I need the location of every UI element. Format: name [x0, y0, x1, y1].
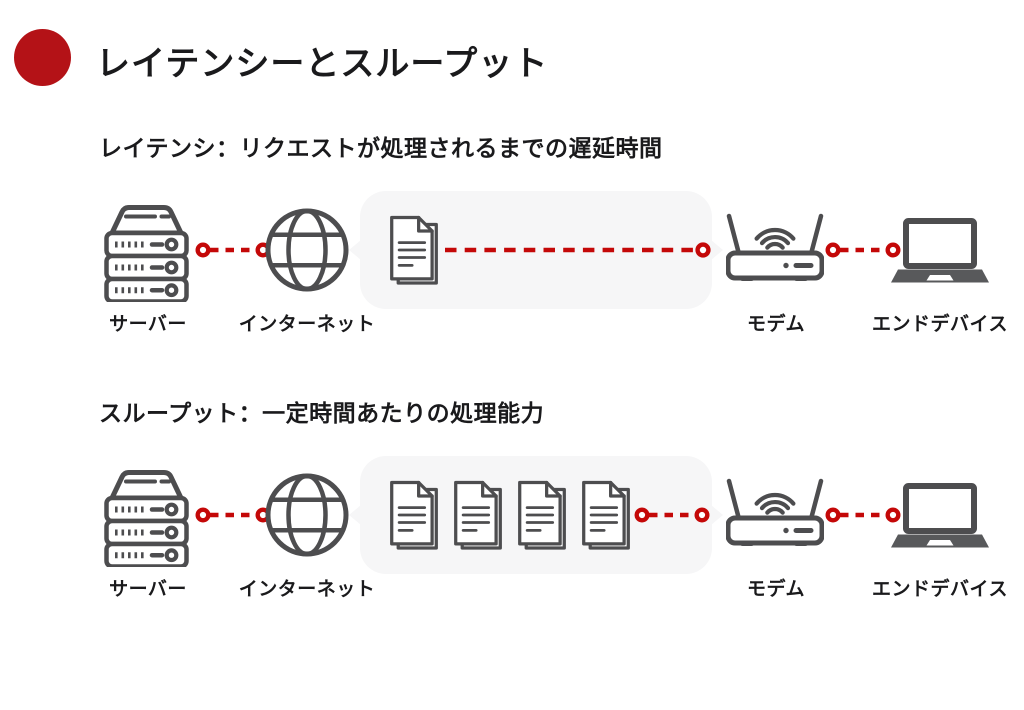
throughput-subtitle: スループット：一定時間あたりの処理能力	[99, 400, 545, 426]
document-stack-icon	[388, 479, 440, 552]
server-internet-connector	[195, 507, 271, 523]
document-stack-icon	[580, 479, 632, 552]
wifi-router-icon	[726, 475, 824, 547]
laptop-icon	[888, 483, 990, 553]
document-stack-icon	[452, 479, 504, 552]
internet-label: インターネット	[238, 314, 376, 335]
document-stack-icon	[516, 479, 568, 552]
server-label: サーバー	[109, 579, 187, 600]
latency-subtitle: レイテンシ：リクエストが処理されるまでの遅延時間	[99, 135, 663, 161]
laptop-icon	[888, 218, 990, 288]
globe-icon	[263, 206, 351, 294]
section-latency: レイテンシ：リクエストが処理されるまでの遅延時間 サーバー インターネット モデ…	[0, 95, 1024, 445]
packet-modem-connector	[634, 507, 710, 523]
server-rack-icon	[100, 202, 193, 302]
modem-label: モデム	[746, 579, 806, 600]
globe-icon	[263, 471, 351, 559]
server-internet-connector	[195, 242, 271, 258]
section-throughput: スループット：一定時間あたりの処理能力 サーバー インターネット モデム エンド…	[0, 360, 1024, 710]
modem-label: モデム	[746, 314, 806, 335]
packet-modem-connector	[445, 242, 711, 258]
wifi-router-icon	[726, 210, 824, 282]
page-title: レイテンシーとスループット	[96, 45, 549, 83]
modem-device-connector	[825, 242, 901, 258]
internet-label: インターネット	[238, 579, 376, 600]
device-label: エンドデバイス	[872, 579, 1008, 600]
server-label: サーバー	[109, 314, 187, 335]
document-stack-icon	[388, 214, 440, 287]
modem-device-connector	[825, 507, 901, 523]
device-label: エンドデバイス	[872, 314, 1008, 335]
server-rack-icon	[100, 467, 193, 567]
red-dot-icon	[14, 29, 71, 86]
